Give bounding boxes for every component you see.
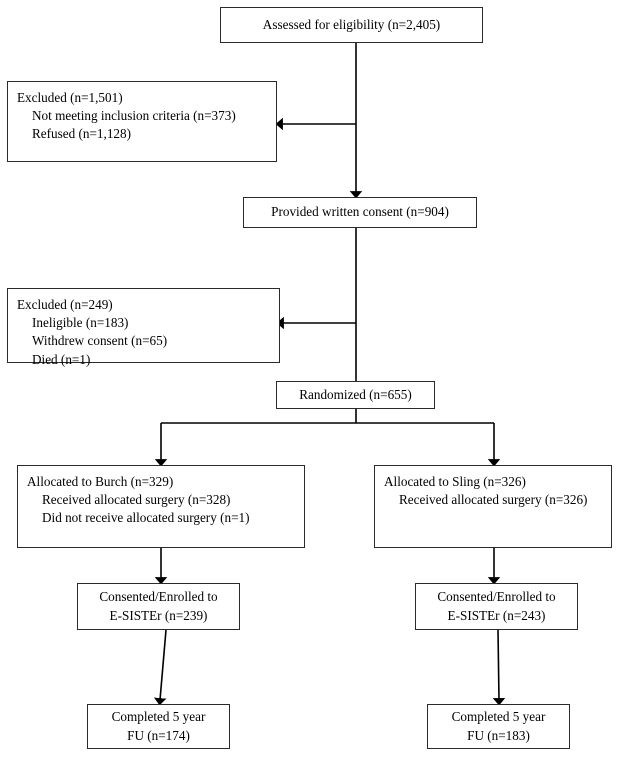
node-completed-fu-sling: Completed 5 year FU (n=183): [427, 704, 570, 749]
completed-burch-line-2: FU (n=174): [127, 727, 190, 743]
allocated-sling-line-1: Allocated to Sling (n=326): [384, 474, 526, 489]
node-assessed-for-eligibility: Assessed for eligibility (n=2,405): [220, 7, 483, 43]
completed-sling-line-1: Completed 5 year: [451, 709, 546, 725]
excluded-screening-line-2: Not meeting inclusion criteria (n=373): [32, 108, 236, 124]
excluded-consent-line-1: Excluded (n=249): [17, 297, 113, 312]
enrolled-burch-line-1: Consented/Enrolled to: [99, 589, 218, 605]
completed-sling-line-2: FU (n=183): [467, 727, 530, 743]
allocated-sling-line-2: Received allocated surgery (n=326): [399, 492, 588, 508]
node-excluded-screening: Excluded (n=1,501) Not meeting inclusion…: [7, 81, 277, 162]
completed-burch-line-1: Completed 5 year: [111, 709, 206, 725]
node-randomized: Randomized (n=655): [276, 381, 435, 409]
excluded-consent-line-4: Died (n=1): [32, 351, 91, 367]
node-provided-written-consent: Provided written consent (n=904): [243, 197, 477, 228]
allocated-burch-line-3: Did not receive allocated surgery (n=1): [42, 510, 250, 526]
node-allocated-burch: Allocated to Burch (n=329) Received allo…: [17, 465, 305, 548]
node-consent-label: Provided written consent (n=904): [271, 204, 449, 220]
node-randomized-label: Randomized (n=655): [299, 386, 412, 402]
node-enrolled-esister-sling: Consented/Enrolled to E-SISTEr (n=243): [415, 583, 578, 630]
excluded-consent-line-3: Withdrew consent (n=65): [32, 333, 168, 349]
enrolled-sling-line-1: Consented/Enrolled to: [437, 589, 556, 605]
node-enrolled-esister-burch: Consented/Enrolled to E-SISTEr (n=239): [77, 583, 240, 630]
excluded-screening-line-1: Excluded (n=1,501): [17, 90, 123, 105]
connector-enrolled-burch-to-completed: [153, 629, 167, 706]
enrolled-sling-line-2: E-SISTEr (n=243): [447, 607, 546, 623]
enrolled-burch-line-2: E-SISTEr (n=239): [109, 607, 208, 623]
allocated-burch-line-1: Allocated to Burch (n=329): [27, 474, 174, 489]
node-allocated-sling: Allocated to Sling (n=326) Received allo…: [374, 465, 612, 548]
node-completed-fu-burch: Completed 5 year FU (n=174): [87, 704, 230, 749]
excluded-screening-line-3: Refused (n=1,128): [32, 126, 131, 142]
excluded-consent-line-2: Ineligible (n=183): [32, 315, 129, 331]
connector-enrolled-sling-to-completed: [492, 629, 506, 706]
node-excluded-after-consent: Excluded (n=249) Ineligible (n=183) With…: [7, 288, 280, 367]
node-assessed-label: Assessed for eligibility (n=2,405): [262, 16, 441, 32]
allocated-burch-line-2: Received allocated surgery (n=328): [42, 492, 231, 508]
